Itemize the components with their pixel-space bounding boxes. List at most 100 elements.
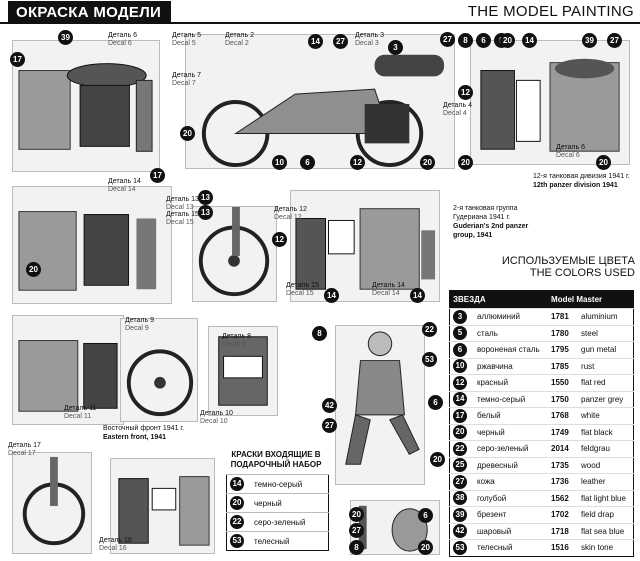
model-master-color-name: field drap [578, 506, 634, 523]
table-row: 53 телесный [226, 531, 329, 551]
zvezda-number-cell: 39 [449, 506, 474, 523]
color-callout: 13 [198, 205, 213, 220]
model-master-number: 1768 [548, 407, 579, 424]
color-number-badge: 6 [453, 342, 467, 357]
color-callout: 8 [312, 326, 327, 341]
color-callout: 8 [349, 540, 364, 555]
model-master-color-name: flat sea blue [578, 522, 634, 540]
model-master-color-name: steel [578, 324, 634, 342]
color-callout: 27 [333, 34, 348, 49]
illustration-rear-plate [208, 326, 278, 416]
color-callout: 8 [458, 33, 473, 48]
header: ОКРАСКА МОДЕЛИ THE MODEL PAINTING [0, 0, 640, 24]
zvezda-number-cell: 12 [449, 374, 474, 391]
model-master-color-name: aluminium [578, 308, 634, 325]
color-number-badge: 53 [453, 540, 467, 555]
color-number-badge: 14 [230, 477, 244, 491]
color-number-badge: 25 [453, 458, 467, 473]
color-callout: 20 [420, 155, 435, 170]
model-master-color-name: white [578, 407, 634, 424]
model-master-number: 1781 [548, 308, 579, 325]
color-number-badge: 12 [453, 375, 467, 390]
illustration-sidecar-rear-3 [110, 458, 215, 554]
caption-eastern-front: Восточный фронт 1941 г.Eastern front, 19… [103, 425, 185, 441]
gift-color-name: телесный [251, 531, 329, 551]
zvezda-number-cell: 27 [449, 473, 474, 490]
color-callout: 14 [308, 34, 323, 49]
zvezda-color-name: брезент [474, 506, 549, 523]
zvezda-color-name: телесный [474, 539, 549, 556]
gift-color-name: черный [251, 493, 329, 513]
zvezda-number-cell: 6 [449, 341, 474, 358]
zvezda-number-cell: 14 [449, 390, 474, 408]
colors-used-title: ИСПОЛЬЗУЕМЫЕ ЦВЕТА THE COLORS USED [501, 255, 635, 279]
illustration-wheel-plate [120, 318, 198, 422]
color-callout: 20 [430, 452, 445, 467]
zvezda-number-cell: 5 [449, 324, 474, 342]
color-number-badge: 22 [230, 515, 244, 529]
zvezda-number-cell: 10 [449, 357, 474, 375]
illustration-sidecar-front-1 [12, 40, 160, 172]
zvezda-number-cell: 20 [449, 423, 474, 441]
zvezda-number-cell: 38 [449, 489, 474, 507]
zvezda-color-name: древесный [474, 456, 549, 474]
color-number-badge: 20 [453, 425, 467, 440]
zvezda-color-name: голубой [474, 489, 549, 507]
zvezda-color-name: сталь [474, 324, 549, 342]
zvezda-color-name: ржавчина [474, 357, 549, 375]
model-master-color-name: rust [578, 357, 634, 375]
color-callout: 20 [500, 33, 515, 48]
model-master-color-name: flat black [578, 423, 634, 441]
gift-set-title: КРАСКИ ВХОДЯЩИЕ В ПОДАРОЧНЫЙ НАБОР [230, 450, 322, 469]
model-master-color-name: skin tone [578, 539, 634, 556]
color-callout: 6 [476, 33, 491, 48]
model-master-number: 1749 [548, 423, 579, 441]
color-callout: 27 [607, 33, 622, 48]
column-header-model-master: Model Master [548, 290, 634, 309]
caption-12th-panzer: 12-я танковая дивизия 1941 г.12th panzer… [533, 173, 630, 189]
zvezda-color-name: шаровый [474, 522, 549, 540]
color-callout: 27 [349, 523, 364, 538]
illustration-soldier [335, 325, 425, 485]
color-callout: 53 [422, 352, 437, 367]
model-master-color-name: leather [578, 473, 634, 490]
model-master-color-name: feldgrau [578, 440, 634, 457]
color-callout: 39 [58, 30, 73, 45]
zvezda-color-name: красный [474, 374, 549, 391]
model-master-number: 1795 [548, 341, 579, 358]
zvezda-number-cell: 42 [449, 522, 474, 540]
color-callout: 22 [422, 322, 437, 337]
gift-color-name: темно-серый [251, 474, 329, 494]
color-number-badge: 53 [230, 534, 244, 548]
gift-number-cell: 14 [226, 474, 251, 494]
illustration-sidecar-rear-1 [470, 40, 630, 165]
model-master-number: 1785 [548, 357, 579, 375]
color-callout: 20 [26, 262, 41, 277]
model-master-color-name: panzer grey [578, 390, 634, 408]
color-callout: 20 [418, 540, 433, 555]
zvezda-color-name: кожа [474, 473, 549, 490]
color-callout: 42 [322, 398, 337, 413]
color-callout: 39 [582, 33, 597, 48]
color-number-badge: 17 [453, 408, 467, 423]
model-master-number: 1780 [548, 324, 579, 342]
gift-number-cell: 22 [226, 512, 251, 532]
